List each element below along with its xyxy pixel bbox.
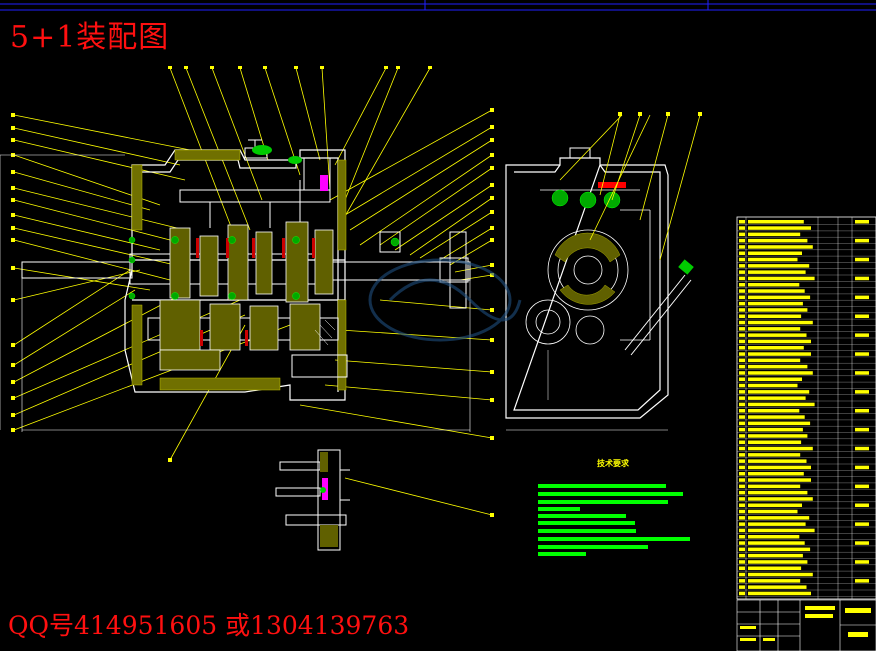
contact-info: QQ号414951605 或1304139763	[8, 611, 410, 640]
detail-accents	[196, 238, 315, 346]
parts-rows	[737, 220, 876, 597]
knob-green	[252, 145, 302, 164]
title-block	[736, 599, 876, 651]
parts-list	[736, 216, 876, 600]
tech-requirements-heading: 技术要求	[597, 459, 629, 468]
detail-view	[275, 449, 350, 551]
bearings	[128, 236, 400, 300]
gears	[159, 221, 334, 371]
technical-notes	[538, 484, 690, 556]
end-view-fork	[598, 182, 626, 188]
gearbox-end-view	[505, 112, 702, 431]
leader-lines	[13, 67, 493, 516]
output-flange	[379, 231, 469, 309]
helical-teeth	[314, 319, 336, 346]
drawing-frame	[0, 0, 876, 11]
watermark	[368, 258, 522, 342]
drawing-title: 5+1装配图	[10, 20, 170, 55]
balloon-markers	[11, 66, 494, 517]
title-block-text	[740, 606, 871, 641]
detail-hatch	[320, 452, 338, 547]
detent-spring	[320, 175, 328, 191]
dimension-lines	[0, 154, 471, 432]
gearbox-section-view	[0, 66, 494, 517]
housing-hatch	[131, 149, 347, 391]
